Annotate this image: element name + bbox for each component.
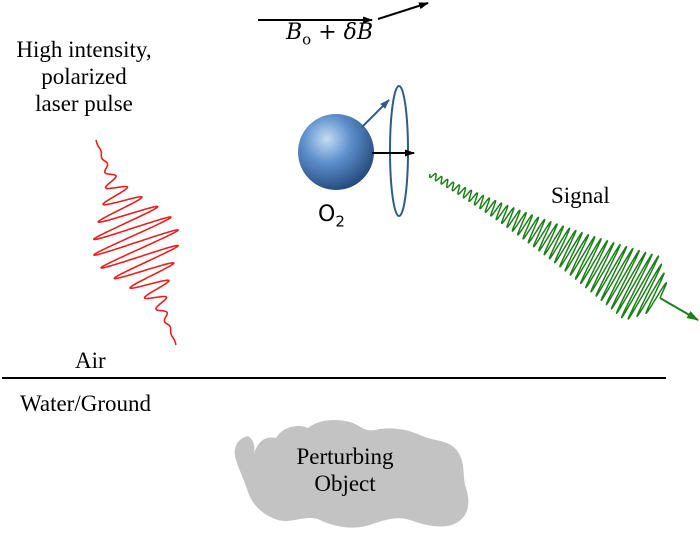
object-label-line1: Perturbing (296, 444, 394, 469)
precession-ring (389, 85, 409, 217)
signal-label: Signal (551, 183, 610, 208)
molecule-subscript: 2 (335, 212, 345, 231)
laser-label-line2: polarized (41, 64, 127, 89)
o2-molecule-sphere (298, 114, 374, 190)
field-subscript: o (302, 30, 312, 49)
field-symbol-b: B (286, 20, 303, 45)
field-operator: + (318, 20, 337, 45)
water-ground-label: Water/Ground (20, 391, 151, 416)
signal-wave (428, 172, 668, 320)
signal-arrow (659, 297, 699, 321)
molecule-base: O (318, 202, 336, 227)
object-label-line2: Object (314, 471, 376, 496)
delta-b-field-arrow (377, 2, 429, 20)
laser-label: High intensity, polarized laser pulse (4, 36, 164, 117)
magnetic-field-label: Bo + δB (286, 20, 446, 48)
molecule-label: O2 (318, 202, 345, 230)
field-delta: δ (343, 20, 357, 45)
perturbing-object-blob (234, 420, 469, 528)
air-label: Air (75, 348, 106, 373)
spin-vector-arrow (361, 99, 390, 128)
laser-label-line1: High intensity, (16, 37, 152, 62)
field-symbol-b2: B (356, 20, 374, 45)
perturbing-object-label: Perturbing Object (280, 443, 410, 497)
laser-label-line3: laser pulse (35, 91, 133, 116)
laser-pulse-wave (93, 139, 179, 346)
